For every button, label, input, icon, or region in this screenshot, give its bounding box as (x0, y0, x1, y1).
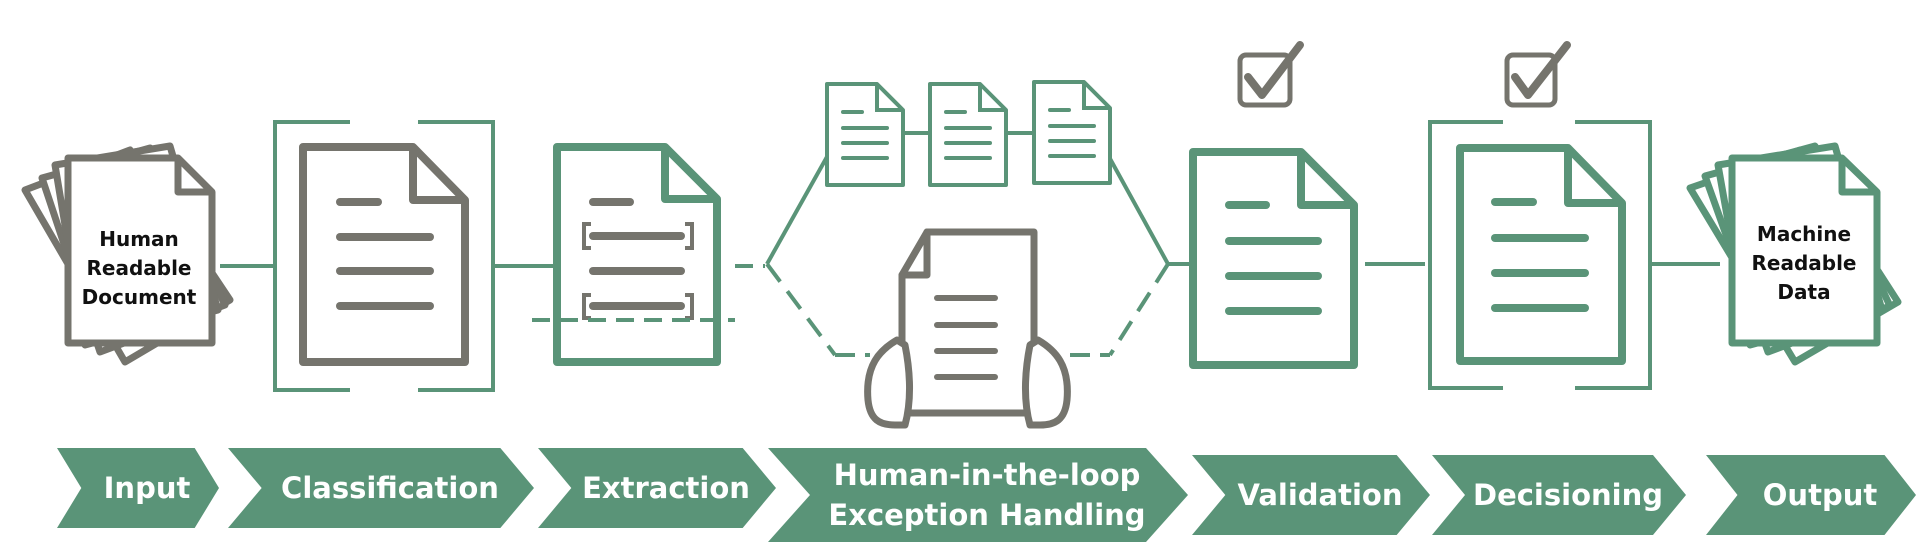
checkbox-check-icon (1504, 41, 1571, 108)
extraction-document-icon (532, 143, 735, 366)
stage-decisioning: Decisioning (1432, 455, 1686, 535)
input-document-label: Human Readable Document (70, 225, 208, 312)
hands-holding-document-icon (864, 228, 1071, 429)
stage-input-label: Input (103, 471, 191, 505)
stage-extraction: Extraction (538, 448, 776, 528)
stage-output: Output (1706, 455, 1916, 535)
input-label-line: Document (81, 285, 197, 309)
output-label-line: Machine (1756, 222, 1852, 246)
output-label-line: Data (1777, 280, 1831, 304)
connector-lines (220, 262, 1720, 268)
checkbox-check-icon (1237, 41, 1304, 108)
output-label-line: Readable (1751, 251, 1857, 275)
stage-human-in-the-loop-label-line2: Exception Handling (828, 498, 1146, 532)
stage-output-label: Output (1762, 478, 1878, 512)
stage-decisioning-label: Decisioning (1473, 478, 1663, 512)
decisioning-document-icon (1428, 120, 1652, 390)
small-document-icon (825, 80, 1112, 187)
input-document-stack-icon (21, 142, 234, 366)
stage-extraction-label: Extraction (582, 471, 750, 505)
stage-classification-label: Classification (281, 471, 499, 505)
human-in-the-loop-icon (765, 80, 1170, 429)
output-document-stack-icon (1686, 142, 1902, 366)
output-document-label: Machine Readable Data (1735, 220, 1873, 307)
stage-validation: Validation (1192, 455, 1430, 535)
stage-human-in-the-loop: Human-in-the-loop Exception Handling (768, 448, 1188, 542)
stage-human-in-the-loop-label-line1: Human-in-the-loop (833, 458, 1141, 492)
stage-input: Input (57, 448, 219, 528)
input-label-line: Human (99, 227, 179, 251)
stage-validation-label: Validation (1237, 478, 1403, 512)
validation-document-icon (1189, 148, 1358, 369)
stage-classification: Classification (228, 448, 534, 528)
classification-document-icon (273, 120, 495, 392)
input-label-line: Readable (86, 256, 192, 280)
